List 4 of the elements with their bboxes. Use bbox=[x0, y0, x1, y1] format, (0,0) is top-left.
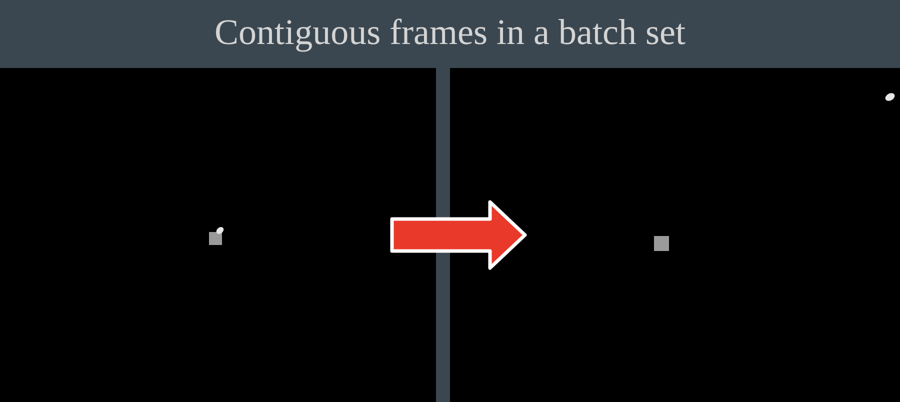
video-frame bbox=[0, 68, 436, 402]
video-frame bbox=[450, 68, 900, 402]
arrow bbox=[390, 200, 527, 270]
title: Contiguous frames in a batch set bbox=[214, 12, 686, 52]
